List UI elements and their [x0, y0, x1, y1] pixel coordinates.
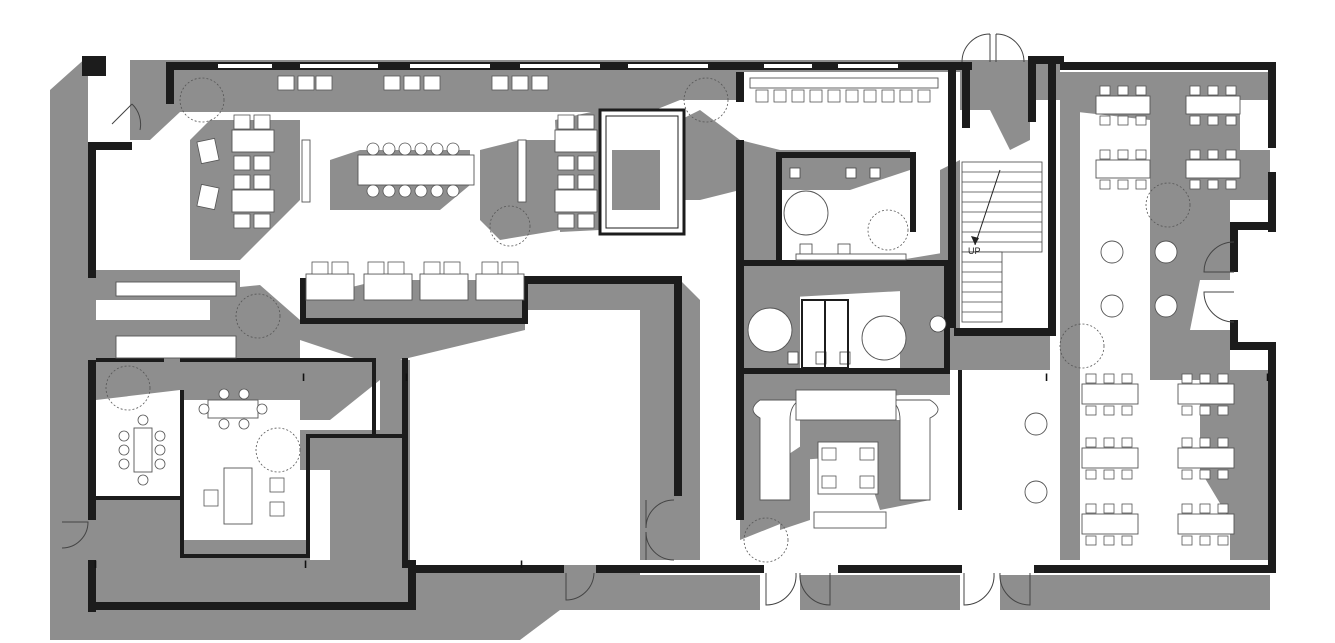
- conference-table: [357, 142, 475, 198]
- stair-up-label: UP: [968, 246, 981, 256]
- wall-service-core: [736, 140, 744, 520]
- shadow-top-band: [130, 60, 960, 140]
- shadow-left-band: [50, 56, 415, 640]
- dining-tables-bottom: [1081, 373, 1235, 546]
- restroom-fixtures: [747, 167, 947, 369]
- section-mark-1: I: [302, 372, 305, 384]
- section-mark-2: I: [405, 372, 408, 384]
- canteen-seating: [749, 77, 939, 103]
- section-mark-7: I: [1266, 372, 1269, 384]
- wall-layer: [82, 56, 1276, 612]
- label-layer: UP I I I I I I I: [94, 246, 1269, 571]
- desk-cluster-right: [554, 114, 598, 229]
- meeting-room-b: [198, 388, 268, 430]
- meeting-room-a: [118, 414, 166, 486]
- section-mark-4: I: [94, 559, 97, 571]
- phone-booth: [598, 108, 686, 236]
- desk-cluster-left: [196, 114, 527, 229]
- wall-bottom: [88, 602, 416, 610]
- pantry-counter: [115, 281, 237, 297]
- lounge-booths: [752, 389, 939, 529]
- section-mark-5: I: [304, 559, 307, 571]
- dining-round-tables: [1024, 182, 1191, 504]
- furniture-layer: [115, 75, 1241, 546]
- section-mark-6: I: [520, 559, 523, 571]
- staircase: [961, 161, 1043, 323]
- bench-row: [305, 261, 525, 301]
- office-desk: [203, 467, 285, 525]
- shadow-corridor: [300, 280, 700, 560]
- dining-tables-top: [1095, 85, 1241, 190]
- lounge-seating-row: [277, 75, 549, 91]
- wall-right: [1268, 62, 1276, 148]
- wall-left: [88, 142, 96, 278]
- section-mark-3: I: [1045, 372, 1048, 384]
- door-layer: [61, 33, 1235, 606]
